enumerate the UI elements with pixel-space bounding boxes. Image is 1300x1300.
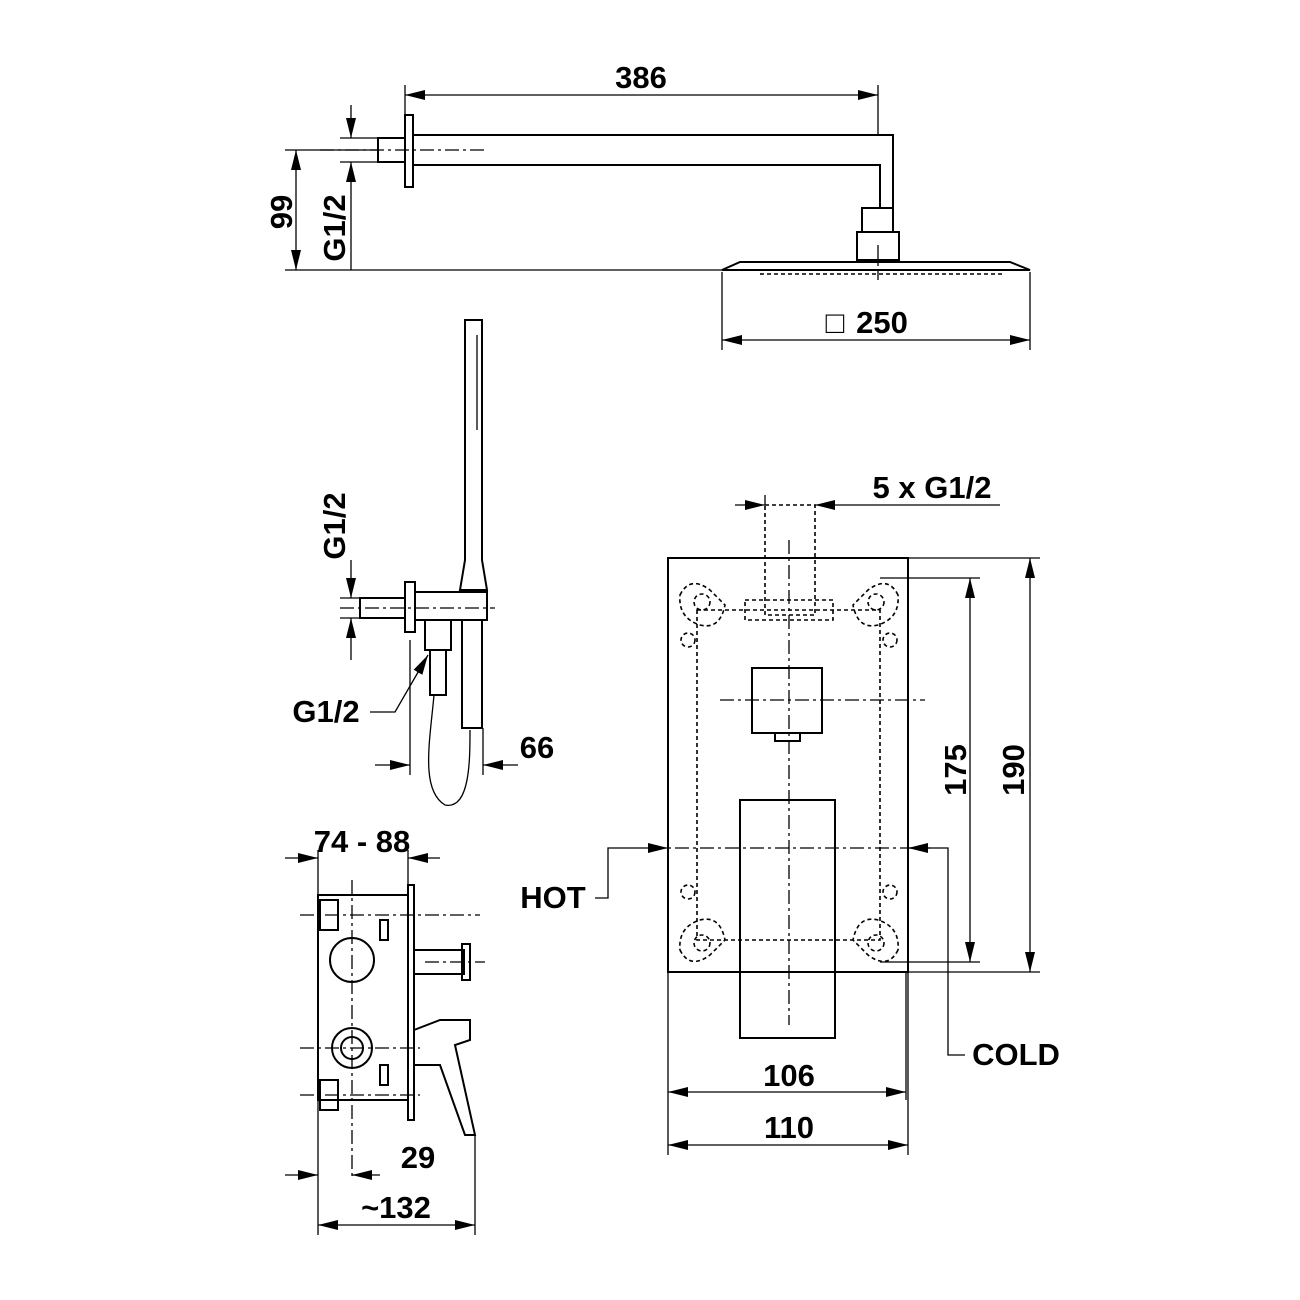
- svg-text:66: 66: [520, 730, 554, 765]
- mixer-lever-front: [739, 799, 836, 1039]
- svg-text:190: 190: [996, 744, 1031, 796]
- holder-bracket: [461, 619, 483, 729]
- dimension-66: 66: [375, 640, 554, 775]
- shower-arm: [413, 134, 894, 208]
- dimension-hand-outlet: G1/2: [292, 654, 429, 729]
- outlet-pipe: [764, 504, 816, 616]
- wall-flange: [404, 114, 414, 188]
- mixer-lever: [413, 1019, 477, 1136]
- svg-text:110: 110: [764, 1110, 814, 1145]
- svg-text:99: 99: [264, 195, 299, 229]
- hot-inlet-label: HOT: [520, 843, 668, 915]
- svg-text:HOT: HOT: [520, 880, 586, 915]
- cover-plate-front: [667, 557, 909, 973]
- dimension-190: 190: [908, 557, 1040, 973]
- svg-text:G1/2: G1/2: [292, 694, 359, 729]
- svg-text:G1/2: G1/2: [317, 492, 352, 559]
- dimension-5xG12: 5 x G1/2: [735, 470, 1000, 510]
- holder-block: [414, 591, 488, 621]
- svg-text:COLD: COLD: [972, 1037, 1060, 1072]
- dimension-110: 110: [668, 972, 909, 1155]
- cover-plate: [407, 884, 415, 1121]
- hose-connector: [424, 619, 452, 651]
- head-hub: [856, 231, 900, 261]
- dimension-250: □ 250: [721, 272, 1031, 350]
- hand-shower: [340, 319, 495, 806]
- dimension-arm-thread: G1/2: [317, 105, 378, 270]
- svg-text:5 x G1/2: 5 x G1/2: [873, 470, 992, 505]
- valve-side-view: [300, 880, 485, 1180]
- svg-text:~132: ~132: [361, 1190, 431, 1225]
- shower-head: [721, 261, 1031, 271]
- dimension-hand-thread: G1/2: [317, 492, 360, 660]
- svg-text:106: 106: [763, 1058, 815, 1093]
- diverter-square: [751, 667, 823, 734]
- hose: [427, 694, 471, 806]
- outlet-flange: [404, 581, 416, 633]
- valve-front-view: [650, 504, 930, 1039]
- valve-body: [317, 894, 409, 1101]
- dimension-386: 386: [404, 60, 879, 135]
- svg-text:74 - 88: 74 - 88: [314, 824, 411, 859]
- svg-text:175: 175: [938, 744, 973, 796]
- arm-connector: [861, 207, 894, 233]
- svg-text:386: 386: [615, 60, 667, 95]
- hand-shower-handle: [458, 319, 489, 591]
- dimension-74-88: 74 - 88: [285, 824, 440, 895]
- dimension-132: ~132: [318, 1135, 476, 1235]
- dimension-175: 175: [880, 577, 980, 963]
- dimension-99: 99: [264, 149, 722, 271]
- cold-inlet-label: COLD: [908, 843, 1060, 1072]
- svg-text:□: □: [826, 305, 845, 340]
- dimension-29: 29: [285, 1100, 435, 1235]
- mounting-ears: [679, 582, 899, 963]
- dimension-106: 106: [667, 972, 907, 1155]
- overhead-shower: [320, 114, 1031, 280]
- svg-text:G1/2: G1/2: [317, 194, 352, 261]
- svg-text:250: 250: [856, 305, 908, 340]
- svg-text:29: 29: [401, 1140, 435, 1175]
